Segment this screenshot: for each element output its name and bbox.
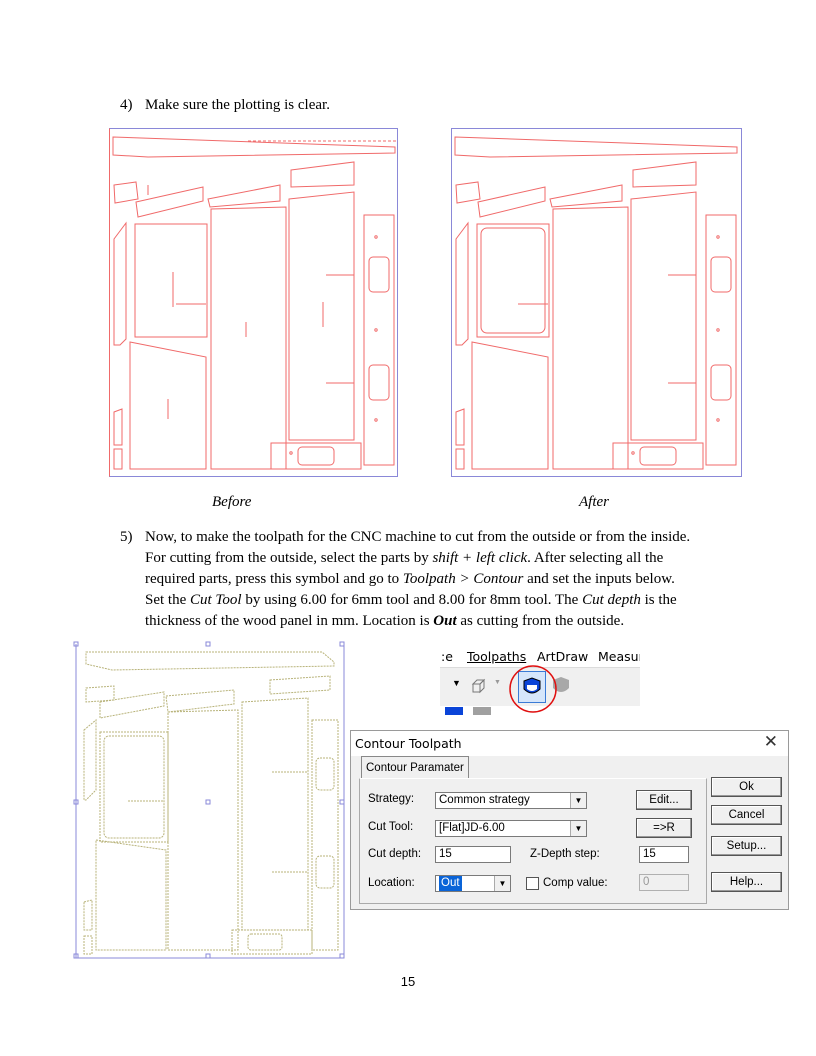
gray-tool-icon[interactable] — [552, 676, 570, 696]
zdepth-label: Z-Depth step: — [530, 848, 600, 860]
box-3d-icon[interactable] — [470, 678, 488, 694]
chevron-down-icon: ▼ — [494, 876, 510, 891]
dialog-titlebar: Contour Toolpath ✕ — [351, 731, 788, 756]
tab-contour-parameter[interactable]: Contour Paramater — [361, 756, 469, 779]
cut-tool-label: Cut Tool: — [368, 821, 414, 833]
dropdown-arrow-icon-2[interactable]: ▼ — [494, 678, 501, 686]
caption-after: After — [579, 494, 609, 510]
r-button[interactable]: =>R — [636, 818, 692, 838]
setup-button[interactable]: Setup... — [711, 836, 782, 856]
selected-parts-image — [73, 641, 345, 959]
dialog-title: Contour Toolpath — [355, 736, 462, 751]
comp-value-field[interactable]: 0 — [639, 874, 689, 891]
chevron-down-icon: ▼ — [570, 793, 586, 808]
step-5-line-4: Set the Cut Tool by using 6.00 for 6mm t… — [145, 592, 677, 608]
contour-toolpath-dialog: Contour Toolpath ✕ Contour Paramater Str… — [350, 730, 789, 910]
contour-shield-icon — [523, 677, 541, 694]
cut-depth-label: Cut depth: — [368, 848, 422, 860]
strategy-label: Strategy: — [368, 793, 415, 805]
menu-item-edit[interactable]: :e — [441, 649, 453, 664]
before-plot-image — [109, 128, 398, 477]
step-5-line-2: For cutting from the outside, select the… — [145, 550, 664, 566]
menu-item-measure[interactable]: Measur — [598, 649, 640, 664]
step-5-number: 5) — [120, 529, 133, 545]
help-button[interactable]: Help... — [711, 872, 782, 892]
edit-button[interactable]: Edit... — [636, 790, 692, 810]
cut-depth-field[interactable]: 15 — [435, 846, 511, 863]
comp-checkbox[interactable] — [526, 877, 539, 890]
step-5-line-3: required parts, press this symbol and go… — [145, 571, 675, 587]
strategy-select[interactable]: Common strategy▼ — [435, 792, 587, 809]
step-4-text: Make sure the plotting is clear. — [145, 97, 330, 113]
comp-label: Comp value: — [543, 877, 608, 889]
parameter-panel: Strategy: Common strategy▼ Edit... Cut T… — [359, 778, 707, 904]
chevron-down-icon: ▼ — [570, 821, 586, 836]
step-5-text: Now, to make the toolpath for the CNC ma… — [145, 527, 720, 632]
caption-before: Before — [212, 494, 252, 510]
highlight-circle — [509, 665, 557, 713]
location-select[interactable]: Out▼ — [435, 875, 511, 892]
menu-item-artdraw[interactable]: ArtDraw — [537, 649, 589, 664]
blue-icon-partial — [445, 707, 463, 715]
step-5-line-5: thickness of the wood panel in mm. Locat… — [145, 613, 625, 629]
location-label: Location: — [368, 877, 415, 889]
step-4-number: 4) — [120, 97, 133, 113]
menu-item-toolpaths[interactable]: Toolpaths — [467, 649, 527, 664]
ok-button[interactable]: Ok — [711, 777, 782, 797]
after-plot-image — [451, 128, 742, 477]
page-number: 15 — [400, 974, 416, 989]
gray-icon-partial — [473, 707, 491, 715]
cut-tool-select[interactable]: [Flat]JD-6.00▼ — [435, 820, 587, 837]
dropdown-arrow-icon[interactable]: ▼ — [452, 678, 461, 688]
contour-tool-button[interactable] — [518, 671, 546, 703]
cancel-button[interactable]: Cancel — [711, 805, 782, 825]
zdepth-field[interactable]: 15 — [639, 846, 689, 863]
menubar: :e Toolpaths ArtDraw Measur — [440, 642, 640, 666]
close-icon[interactable]: ✕ — [763, 732, 778, 752]
step-5-line-1: Now, to make the toolpath for the CNC ma… — [145, 529, 691, 545]
